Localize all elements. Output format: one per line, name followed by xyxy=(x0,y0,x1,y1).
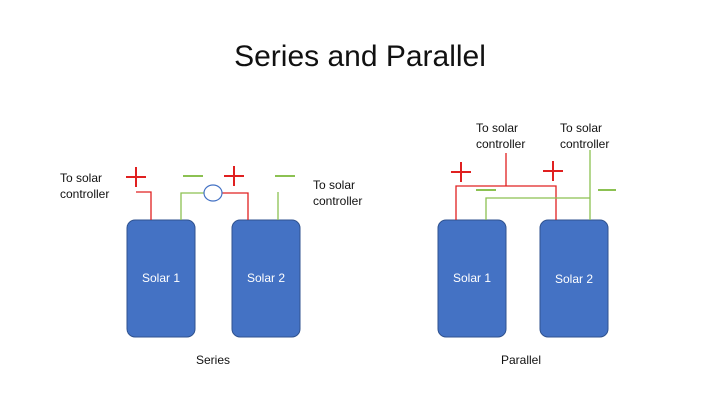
parallel-label-1-line-1: To solar xyxy=(476,121,519,135)
series-positive-wire-left xyxy=(136,191,152,220)
series-panel-solar-1 xyxy=(126,219,196,338)
series-right-label-line-1: To solar xyxy=(313,178,356,192)
parallel-positive-bus xyxy=(455,185,557,220)
series-positive-wire-panel2 xyxy=(222,192,249,220)
parallel-controller-label-2: To solar controller xyxy=(560,120,609,152)
series-panel-1-label: Solar 1 xyxy=(141,271,181,285)
series-left-label-line-1: To solar xyxy=(60,171,103,185)
parallel-panel-solar-2 xyxy=(539,219,609,338)
series-plus-sign-left xyxy=(126,167,146,187)
series-left-label-line-2: controller xyxy=(60,187,110,201)
series-right-controller-label: To solar controller xyxy=(313,177,362,209)
parallel-panel-solar-1 xyxy=(437,219,507,338)
parallel-panel-1-label: Solar 1 xyxy=(452,271,492,285)
series-caption: Series xyxy=(195,353,230,367)
parallel-panel-2-label: Solar 2 xyxy=(554,272,594,286)
parallel-plus-sign-right xyxy=(543,161,563,181)
parallel-label-2-line-1: To solar xyxy=(560,121,603,135)
parallel-label-1-line-2: controller xyxy=(476,137,526,151)
series-negative-wire-panel1 xyxy=(180,192,204,220)
parallel-caption: Parallel xyxy=(500,353,542,367)
parallel-plus-sign-left xyxy=(451,162,471,182)
series-left-controller-label: To solar controller xyxy=(60,170,109,202)
series-panel-solar-2 xyxy=(231,219,301,338)
series-plus-sign-right xyxy=(224,166,244,186)
series-panel-2-label: Solar 2 xyxy=(246,271,286,285)
parallel-label-2-line-2: controller xyxy=(560,137,610,151)
series-junction-node xyxy=(203,184,223,202)
parallel-controller-label-1: To solar controller xyxy=(476,120,525,152)
series-right-label-line-2: controller xyxy=(313,194,363,208)
parallel-negative-bus xyxy=(485,197,590,220)
slide-title: Series and Parallel xyxy=(234,40,486,73)
